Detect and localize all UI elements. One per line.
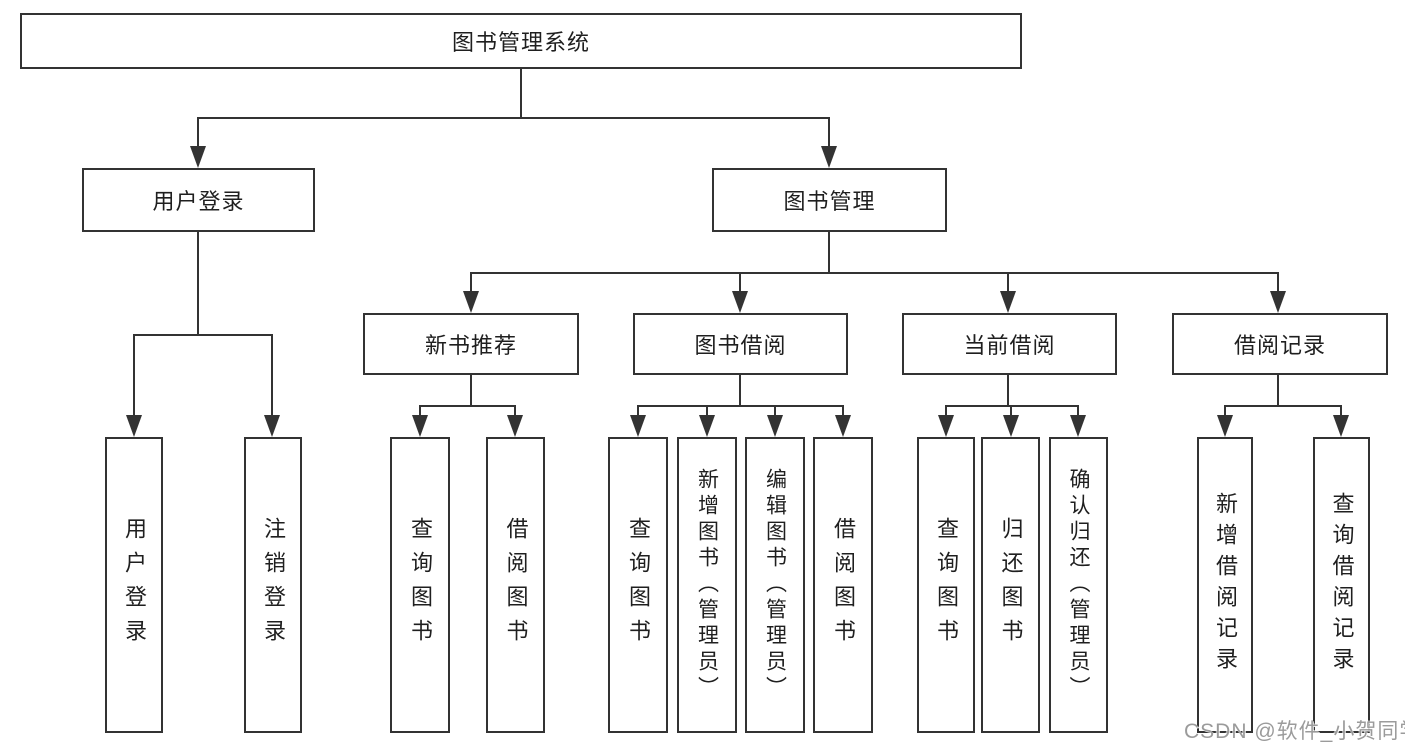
leaf-cb-confirm-return-admin: 确认归还（管理员） — [1049, 437, 1108, 733]
leaf-nbr-query-books-label: 查询图书 — [408, 517, 433, 653]
leaf-bb-edit-books-admin: 编辑图书（管理员） — [745, 437, 805, 733]
node-current-borrow-label: 当前借阅 — [963, 333, 1056, 358]
leaf-cb-return-books: 归还图书 — [981, 437, 1040, 733]
leaf-user-login-label: 用户登录 — [122, 517, 147, 653]
node-borrow-records-label: 借阅记录 — [1233, 333, 1326, 358]
csdn-watermark: CSDN @软件_小贺同学 — [1184, 720, 1405, 743]
node-book-borrow-label: 图书借阅 — [694, 333, 787, 358]
leaf-bb-borrow-books: 借阅图书 — [813, 437, 873, 733]
node-current-borrow: 当前借阅 — [902, 313, 1117, 375]
node-root-label: 图书管理系统 — [451, 30, 590, 55]
leaf-bb-borrow-books-label: 借阅图书 — [831, 517, 856, 653]
leaf-bb-query-books-label: 查询图书 — [626, 517, 651, 653]
leaf-user-login: 用户登录 — [105, 437, 163, 733]
leaf-bb-edit-books-admin-label: 编辑图书（管理员） — [763, 468, 787, 702]
leaf-bb-add-books-admin-label: 新增图书（管理员） — [695, 468, 719, 702]
leaf-bb-add-books-admin: 新增图书（管理员） — [677, 437, 737, 733]
leaf-nbr-borrow-books: 借阅图书 — [486, 437, 545, 733]
node-borrow-records: 借阅记录 — [1172, 313, 1388, 375]
leaf-br-add-borrow-record-label: 新增借阅记录 — [1213, 492, 1238, 678]
leaf-br-query-borrow-record: 查询借阅记录 — [1313, 437, 1370, 733]
leaf-logout: 注销登录 — [244, 437, 302, 733]
node-new-book-recommend-label: 新书推荐 — [424, 333, 517, 358]
node-book-mgmt: 图书管理 — [712, 168, 947, 232]
leaf-br-query-borrow-record-label: 查询借阅记录 — [1329, 492, 1355, 678]
node-new-book-recommend: 新书推荐 — [363, 313, 579, 375]
node-root: 图书管理系统 — [20, 13, 1022, 69]
node-user-login: 用户登录 — [82, 168, 315, 232]
leaf-br-add-borrow-record: 新增借阅记录 — [1197, 437, 1253, 733]
leaf-bb-query-books: 查询图书 — [608, 437, 668, 733]
node-user-login-label: 用户登录 — [152, 189, 245, 214]
leaf-cb-query-books-label: 查询图书 — [934, 517, 959, 653]
node-book-borrow: 图书借阅 — [633, 313, 848, 375]
leaf-nbr-borrow-books-label: 借阅图书 — [503, 517, 529, 653]
leaf-cb-return-books-label: 归还图书 — [998, 517, 1024, 653]
leaf-logout-label: 注销登录 — [261, 517, 286, 653]
node-book-mgmt-label: 图书管理 — [783, 189, 876, 214]
leaf-nbr-query-books: 查询图书 — [390, 437, 450, 733]
leaf-cb-confirm-return-admin-label: 确认归还（管理员） — [1067, 468, 1090, 702]
leaf-cb-query-books: 查询图书 — [917, 437, 975, 733]
